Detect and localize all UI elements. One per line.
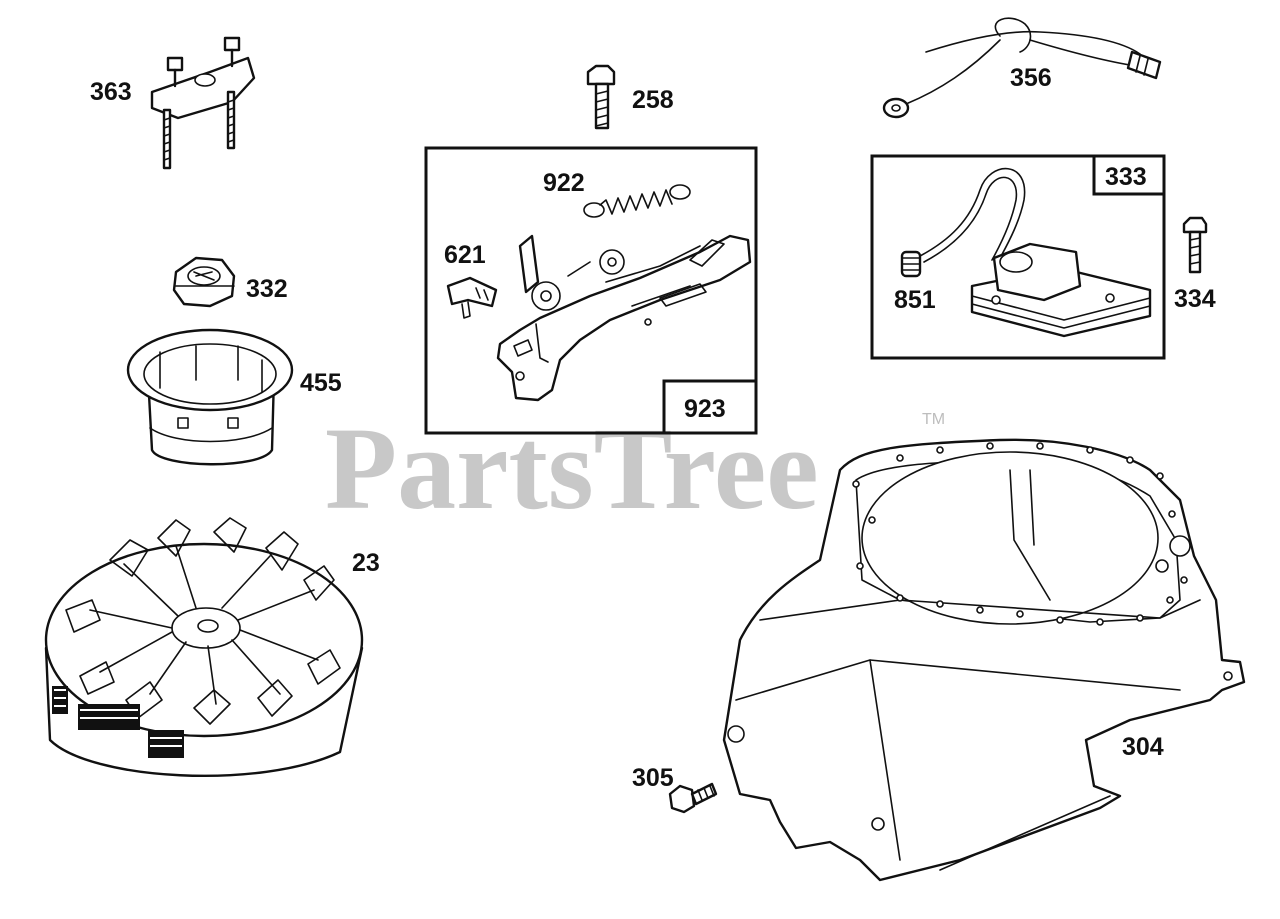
part-304-blower-housing[interactable]: [722, 438, 1246, 882]
watermark-trademark: TM: [922, 411, 945, 428]
callout-851: 851: [894, 286, 936, 314]
callout-305: 305: [632, 764, 674, 792]
callout-363: 363: [90, 78, 132, 106]
part-23-flywheel[interactable]: [44, 517, 364, 778]
watermark-text: PartsTree: [325, 403, 819, 534]
part-851-terminal[interactable]: [900, 250, 922, 278]
part-621-clip[interactable]: [446, 276, 498, 319]
callout-332: 332: [246, 275, 288, 303]
callout-304: 304: [1122, 733, 1164, 761]
part-258-bolt[interactable]: [586, 64, 616, 130]
callout-356: 356: [1010, 64, 1052, 92]
callout-334: 334: [1174, 285, 1216, 313]
part-333-armature[interactable]: [919, 167, 1152, 338]
part-922-spring[interactable]: [583, 184, 691, 218]
part-923-control-plate[interactable]: [496, 234, 752, 402]
kit-923-tag: [662, 379, 758, 435]
part-356-wire[interactable]: [882, 17, 1162, 119]
callout-258: 258: [632, 86, 674, 114]
callout-922: 922: [543, 169, 585, 197]
callout-333: 333: [1105, 163, 1147, 191]
callout-621: 621: [444, 241, 486, 269]
part-332-nut[interactable]: [172, 256, 236, 308]
part-455-cup[interactable]: [126, 328, 294, 466]
kit-923-frame[interactable]: [424, 146, 758, 435]
part-363-bracket[interactable]: [150, 36, 256, 170]
kit-333-frame[interactable]: [870, 154, 1166, 360]
part-305-bolt[interactable]: [668, 782, 718, 814]
callout-23: 23: [352, 549, 380, 577]
part-334-screw[interactable]: [1182, 216, 1208, 274]
callout-455: 455: [300, 369, 342, 397]
callout-923: 923: [684, 395, 726, 423]
kit-333-tag: [1092, 154, 1166, 196]
